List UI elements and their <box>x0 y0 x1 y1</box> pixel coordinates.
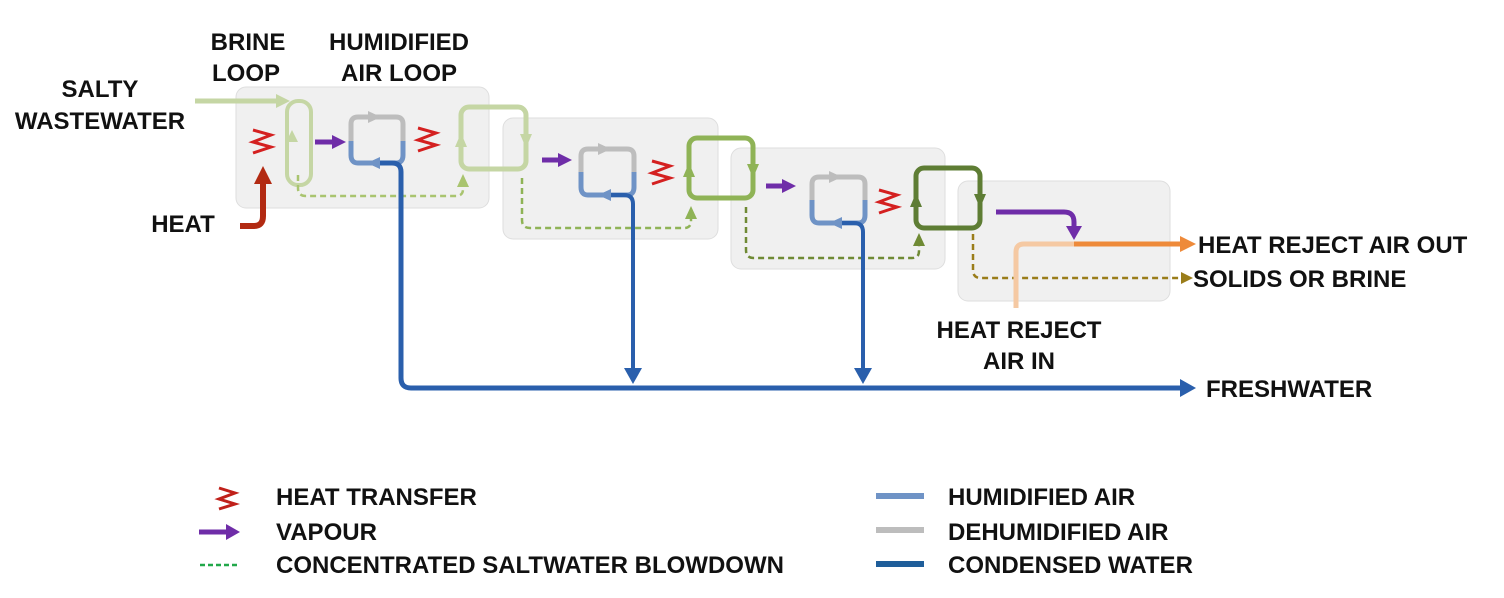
salty-wastewater-label-line2: WASTEWATER <box>15 108 185 135</box>
legend-humidified-air-label: HUMIDIFIED AIR <box>948 484 1135 511</box>
legend: HEAT TRANSFER VAPOUR CONCENTRATED SALTWA… <box>199 484 1193 579</box>
brine-loop-stage-3-4 <box>910 165 986 231</box>
solids-or-brine-label: SOLIDS OR BRINE <box>1193 266 1406 293</box>
legend-heat-transfer-icon <box>214 486 241 511</box>
stage-box-3 <box>730 147 946 270</box>
heat-transfer-icon <box>248 128 277 155</box>
vapour-arrow <box>542 153 572 167</box>
brine-loop-stage-2-3 <box>683 135 759 201</box>
salty-wastewater-label-line1: SALTY <box>62 76 139 103</box>
humidified-air-loop-stage-3 <box>809 171 868 229</box>
blowdown-line-3 <box>744 207 925 260</box>
legend-blowdown-label: CONCENTRATED SALTWATER BLOWDOWN <box>276 552 784 579</box>
brine-loop-stage-1-2 <box>455 104 532 172</box>
brine-loop-label-line2: LOOP <box>212 60 280 87</box>
heat-reject-air-out-line <box>1074 236 1196 252</box>
humidified-air-loop-label-line1: HUMIDIFIED <box>329 29 469 56</box>
heat-transfer-icon <box>647 159 676 186</box>
heat-reject-air-in-line <box>1013 241 1074 308</box>
salty-wastewater-inflow <box>195 94 290 108</box>
vapour-arrow-final <box>996 209 1082 240</box>
legend-dehumidified-air-label: DEHUMIDIFIED AIR <box>948 519 1168 546</box>
blowdown-line-1 <box>296 174 469 198</box>
legend-heat-transfer-label: HEAT TRANSFER <box>276 484 477 511</box>
blowdown-line-2 <box>520 178 697 230</box>
heat-transfer-icon <box>413 126 442 153</box>
heat-reject-air-in-label-line2: AIR IN <box>983 348 1055 375</box>
stage-box-2 <box>502 117 719 240</box>
vapour-arrow <box>766 179 796 193</box>
heat-reject-air-in-label-line1: HEAT REJECT <box>937 317 1102 344</box>
heat-label: HEAT <box>151 211 215 238</box>
legend-vapour-icon <box>199 524 240 540</box>
condensed-water-network <box>380 160 1196 397</box>
heat-input-arrow <box>240 166 272 229</box>
vapour-arrow <box>315 135 346 149</box>
legend-condensed-water-label: CONDENSED WATER <box>948 552 1193 579</box>
brine-loop-label-line1: BRINE <box>211 29 286 56</box>
heat-reject-air-out-label: HEAT REJECT AIR OUT <box>1198 232 1468 259</box>
freshwater-label: FRESHWATER <box>1206 376 1372 403</box>
heat-transfer-icon <box>874 188 903 215</box>
humidified-air-loop-stage-2 <box>578 143 637 201</box>
blowdown-final-solids <box>971 234 1193 284</box>
stage-box-4 <box>957 180 1171 302</box>
humidified-air-loop-stage-1 <box>348 111 406 169</box>
humidified-air-loop-label-line2: AIR LOOP <box>341 60 457 87</box>
legend-vapour-label: VAPOUR <box>276 519 377 546</box>
